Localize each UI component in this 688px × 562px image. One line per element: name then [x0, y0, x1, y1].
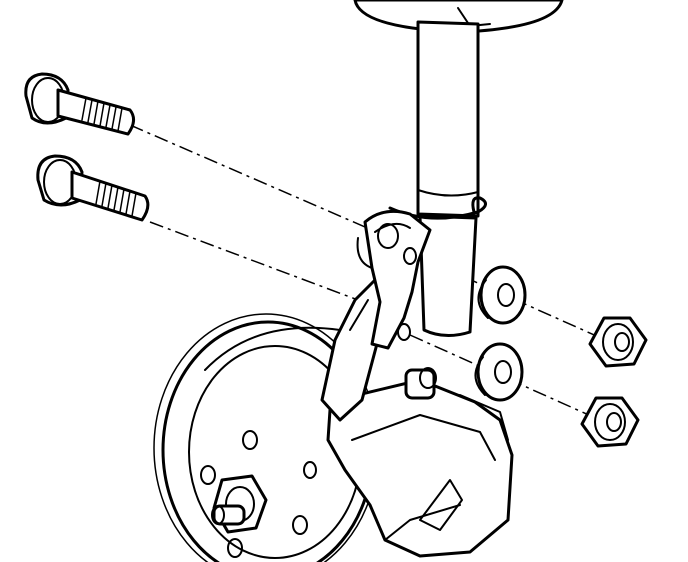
lug-hole-icon — [292, 515, 308, 535]
lower-washer — [474, 342, 524, 402]
lug-hole-icon — [242, 430, 258, 450]
lower-bolt — [36, 154, 150, 222]
lug-hole-icon — [227, 538, 243, 558]
strut-assembly — [353, 0, 564, 350]
upper-bolt — [24, 72, 135, 136]
lug-hole-icon — [303, 461, 317, 479]
bolt-thread-icon — [95, 180, 137, 217]
upper-nut — [588, 316, 648, 368]
bolt-thread-icon — [81, 97, 123, 132]
upper-washer — [477, 265, 527, 325]
wheel-hub — [211, 474, 268, 534]
brake-caliper — [326, 367, 514, 558]
lower-nut — [580, 396, 640, 448]
lug-hole-icon — [200, 465, 216, 485]
